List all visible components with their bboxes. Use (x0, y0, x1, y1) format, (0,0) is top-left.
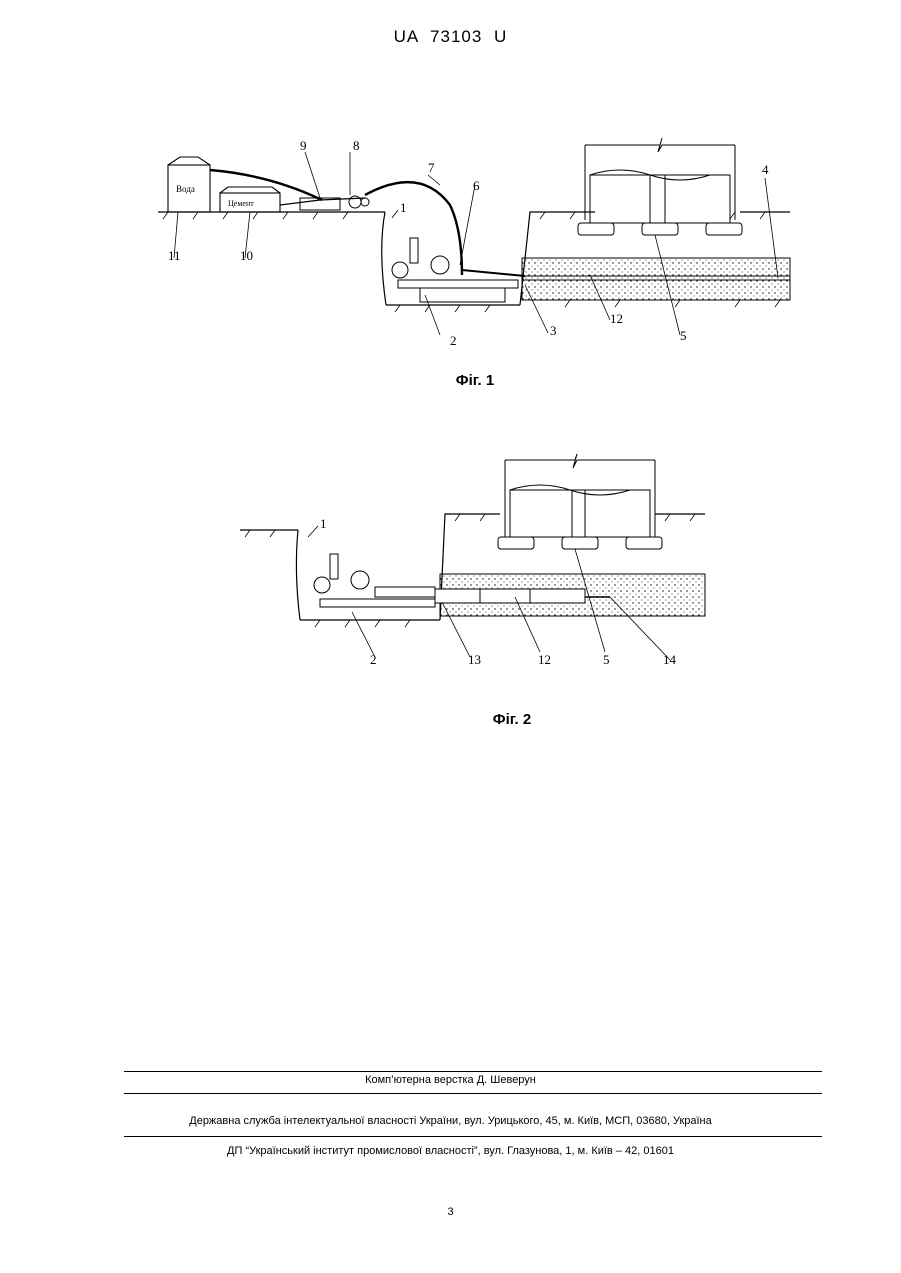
callout-10: 10 (240, 248, 253, 263)
callout-14: 14 (663, 652, 677, 667)
footer-rule-top (124, 1071, 822, 1072)
callout-3: 3 (550, 323, 557, 338)
institute-address: ДП “Український інститут промислової вла… (0, 1145, 901, 1157)
callout-6: 6 (473, 178, 480, 193)
footer-rule-middle (124, 1093, 822, 1094)
figure-1-drawing: Вода Цемент 9 8 7 6 1 4 2 3 12 5 10 11 (150, 130, 800, 355)
water-tank-label: Вода (176, 184, 195, 194)
callout-12: 12 (538, 652, 551, 667)
document-number: UA 73103 U (0, 27, 901, 47)
callout-5: 5 (603, 652, 610, 667)
callout-12: 12 (610, 311, 623, 326)
figure-2-caption: Фіг. 2 (452, 711, 572, 728)
callout-11: 11 (168, 248, 181, 263)
callout-7: 7 (428, 160, 435, 175)
callout-2: 2 (450, 333, 457, 348)
callout-2: 2 (370, 652, 377, 667)
callout-1: 1 (400, 200, 407, 215)
figure-2-drawing: 1 2 13 12 5 14 (230, 452, 720, 677)
callout-13: 13 (468, 652, 481, 667)
callout-5: 5 (680, 328, 687, 343)
page-number: 3 (0, 1206, 901, 1218)
layout-credit: Комп’ютерна верстка Д. Шеверун (0, 1074, 901, 1086)
callout-9: 9 (300, 138, 307, 153)
agency-address: Державна служба інтелектуальної власност… (0, 1115, 901, 1127)
figure-1-caption: Фіг. 1 (415, 372, 535, 389)
callout-4: 4 (762, 162, 769, 177)
footer-rule-bottom (124, 1136, 822, 1137)
callout-1: 1 (320, 516, 327, 531)
cement-tank-label: Цемент (228, 199, 254, 208)
callout-8: 8 (353, 138, 360, 153)
